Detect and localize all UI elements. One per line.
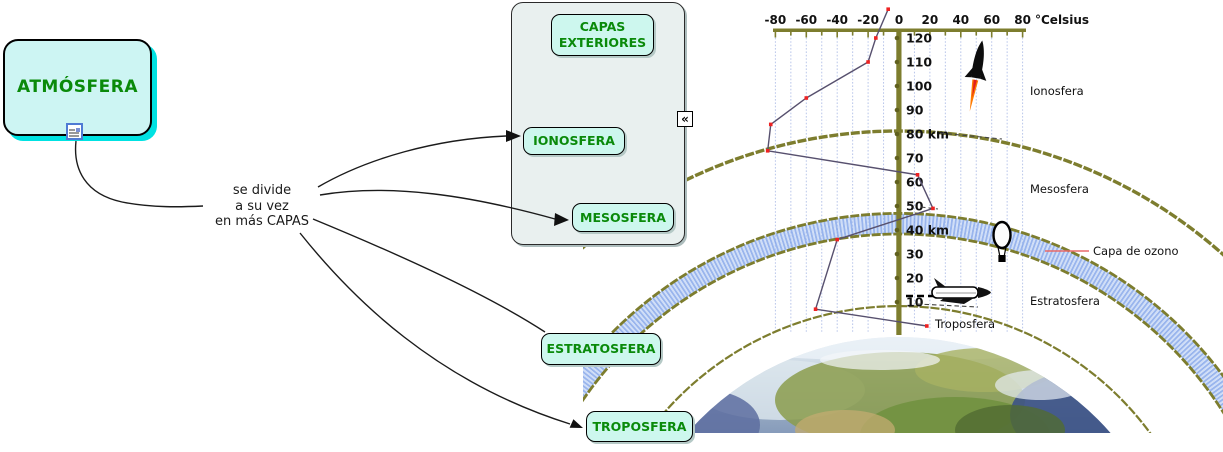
svg-text:80 km: 80 km [906, 127, 949, 142]
axis-labels: -80 -60 -40 -20 0 20 40 60 80 °Celsius 120 110 100 90… [765, 13, 1089, 310]
svg-text:Capa de ozono: Capa de ozono [1093, 244, 1179, 258]
atmosphere-diagram: -80 -60 -40 -20 0 20 40 60 80 °Celsius 120 110 100 90… [583, 7, 1223, 433]
node-capas-exteriores-label: CAPAS EXTERIORES [558, 19, 647, 50]
linking-phrase-line2: a su vez [235, 198, 289, 214]
node-troposfera-label: TROPOSFERA [592, 418, 687, 434]
svg-text:Mesosfera: Mesosfera [1030, 182, 1089, 196]
svg-text:20: 20 [922, 13, 939, 27]
svg-text:-60: -60 [795, 13, 817, 27]
svg-text:Estratosfera: Estratosfera [1030, 294, 1100, 308]
grid-lines [774, 31, 1024, 332]
svg-text:70: 70 [906, 151, 924, 166]
earth-texture [650, 337, 1160, 433]
node-troposfera[interactable]: TROPOSFERA [586, 411, 693, 442]
collapse-icon[interactable]: « [677, 111, 693, 127]
svg-text:50: 50 [906, 199, 924, 214]
arrowhead-troposfera [569, 419, 583, 428]
svg-text:-80: -80 [765, 13, 787, 27]
svg-text:40: 40 [952, 13, 969, 27]
svg-text:0: 0 [895, 13, 903, 27]
connector-root-to-phrase [74, 140, 204, 208]
svg-text:-20: -20 [857, 13, 879, 27]
linking-phrase-line1: se divide [232, 183, 292, 198]
rocket-icon [964, 40, 987, 112]
svg-text:100: 100 [906, 79, 932, 94]
svg-text:°Celsius: °Celsius [1035, 13, 1089, 27]
svg-text:40 km: 40 km [906, 223, 949, 238]
temperature-profile [765, 7, 935, 328]
node-ionosfera[interactable]: IONOSFERA [523, 127, 625, 155]
node-estratosfera-label: ESTRATOSFERA [546, 341, 656, 357]
connector-phrase-to-ionosfera [317, 135, 507, 188]
linking-phrase[interactable]: se divide a su vez en más CAPAS [204, 183, 320, 230]
connector-phrase-to-troposfera [299, 232, 571, 425]
collapse-glyph: « [681, 112, 689, 126]
note-icon-glyph [69, 128, 80, 137]
balloon-icon [992, 220, 1012, 262]
svg-text:20: 20 [906, 271, 924, 286]
linking-phrase-line3: en más CAPAS [214, 214, 310, 229]
svg-text:-40: -40 [826, 13, 848, 27]
svg-text:120: 120 [906, 31, 932, 46]
svg-text:Ionosfera: Ionosfera [1030, 84, 1084, 98]
svg-text:80: 80 [1014, 13, 1031, 27]
svg-text:110: 110 [906, 55, 932, 70]
svg-text:60: 60 [983, 13, 1000, 27]
svg-text:90: 90 [906, 103, 924, 118]
space-shuttle-icon [906, 278, 991, 304]
layer-name-labels: IonosferaMesosferaEstratosferaTroposfera… [934, 84, 1179, 331]
node-mesosfera-label: MESOSFERA [580, 209, 666, 225]
axes [773, 28, 1026, 335]
node-mesosfera[interactable]: MESOSFERA [572, 203, 674, 232]
node-atmosfera-label: ATMÓSFERA [16, 76, 139, 97]
svg-text:10: 10 [906, 295, 924, 310]
node-atmosfera[interactable]: ATMÓSFERA [3, 39, 152, 136]
connector-phrase-to-estratosfera [312, 218, 546, 333]
node-ionosfera-label: IONOSFERA [533, 133, 615, 149]
node-capas-exteriores[interactable]: CAPAS EXTERIORES [551, 14, 654, 56]
leader-lines [916, 132, 1003, 308]
node-estratosfera[interactable]: ESTRATOSFERA [541, 333, 661, 365]
svg-text:Troposfera: Troposfera [934, 317, 995, 331]
svg-text:30: 30 [906, 247, 924, 262]
note-icon[interactable] [66, 123, 83, 140]
